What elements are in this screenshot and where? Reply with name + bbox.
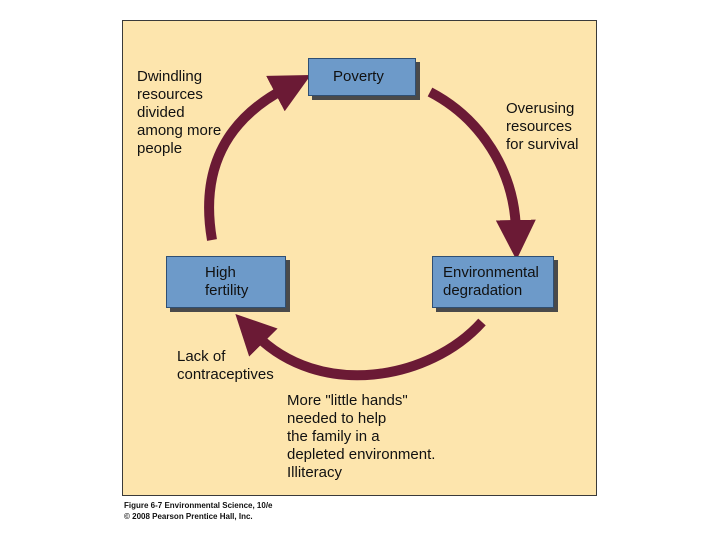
- arrow-fertility-to-poverty: [204, 74, 311, 241]
- edge-label-line: Overusing: [506, 100, 575, 117]
- arrow-poverty-to-degradation: [427, 87, 536, 260]
- edge-label-little-hands: More "little hands" needed to help the f…: [287, 392, 455, 482]
- caption-line2: © 2008 Pearson Prentice Hall, Inc.: [124, 512, 253, 521]
- node-environmental-degradation: Environmental degradation: [432, 256, 554, 308]
- caption-line1: Figure 6-7 Environmental Science, 10/e: [124, 501, 273, 510]
- node-fertility-label-line1: High: [205, 264, 236, 281]
- edge-label-line: More "little hands": [287, 392, 408, 409]
- edge-label-line: resources: [137, 86, 203, 103]
- edge-label-line: resources: [506, 118, 572, 135]
- edge-label-line: Illiteracy: [287, 464, 343, 481]
- edge-label-line: people: [137, 140, 183, 157]
- edge-label-line: divided: [137, 104, 185, 121]
- edge-label-dwindling-resources: Dwindling resources divided among more p…: [137, 68, 242, 158]
- node-fertility-label-line2: fertility: [205, 282, 249, 299]
- edge-label-line: depleted environment.: [287, 446, 436, 463]
- edge-label-lack-of-contraceptives: Lack of contraceptives: [177, 348, 289, 384]
- edge-label-line: Dwindling: [137, 68, 203, 85]
- edge-label-line: among more: [137, 122, 222, 139]
- figure-caption: Figure 6-7 Environmental Science, 10/e ©…: [124, 500, 273, 522]
- edge-label-overusing-resources: Overusing resources for survival: [506, 100, 592, 154]
- node-poverty: Poverty: [308, 58, 416, 96]
- node-degradation-label-line2: degradation: [443, 282, 523, 299]
- edge-label-line: contraceptives: [177, 366, 274, 383]
- edge-label-line: for survival: [506, 136, 579, 153]
- arrow-degradation-to-fertility: [235, 314, 486, 381]
- node-poverty-label: Poverty: [333, 68, 384, 85]
- node-degradation-label-line1: Environmental: [443, 264, 539, 281]
- edge-label-line: the family in a: [287, 428, 380, 445]
- edge-label-line: needed to help: [287, 410, 387, 427]
- edge-label-line: Lack of: [177, 348, 226, 365]
- node-high-fertility: High fertility: [166, 256, 286, 308]
